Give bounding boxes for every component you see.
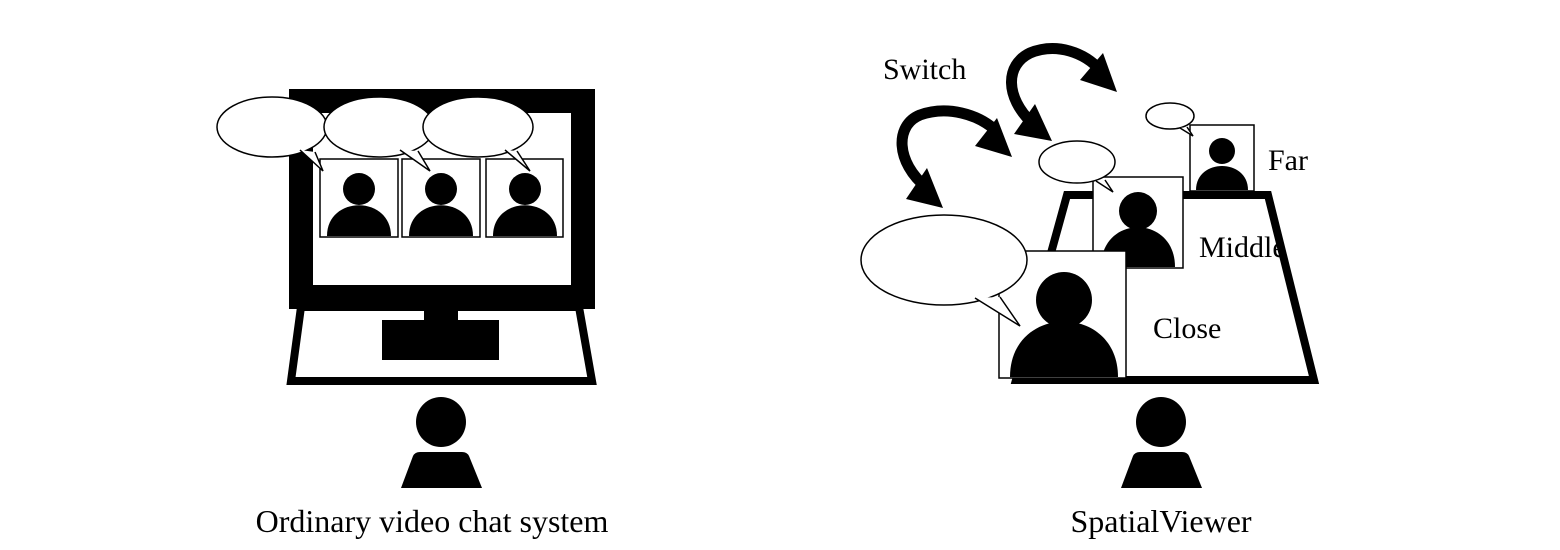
viewer-person-icon	[401, 397, 482, 488]
video-tile	[401, 158, 481, 238]
left-caption: Ordinary video chat system	[256, 503, 609, 539]
speech-bubble-icon	[422, 96, 534, 172]
speech-bubble-icon	[323, 96, 435, 172]
curved-arrow-icon	[896, 105, 1012, 208]
far-label: Far	[1268, 144, 1308, 177]
middle-label: Middle	[1199, 231, 1286, 264]
speech-bubble-icon	[860, 214, 1028, 327]
video-tile	[319, 158, 399, 238]
viewer-person-icon	[1121, 397, 1202, 488]
video-tile	[485, 158, 564, 238]
person-icon	[1010, 272, 1118, 377]
monitor-foot-icon	[382, 320, 499, 360]
person-icon	[493, 173, 557, 236]
speech-bubble-icon	[1038, 140, 1116, 193]
curved-arrow-icon	[1006, 43, 1117, 141]
close-label: Close	[1153, 312, 1221, 345]
right-caption: SpatialViewer	[1070, 503, 1251, 539]
speech-bubble-icon	[216, 96, 328, 172]
person-icon	[409, 173, 473, 236]
spatialviewer-panel: Switch Far Middle Close SpatialViewer	[860, 43, 1320, 539]
speech-bubble-icon	[1145, 102, 1195, 137]
person-icon	[1196, 138, 1248, 190]
switch-label: Switch	[883, 53, 966, 86]
ordinary-video-chat-panel: Ordinary video chat system	[216, 89, 609, 539]
person-icon	[327, 173, 391, 236]
far-video-tile	[1189, 124, 1255, 192]
